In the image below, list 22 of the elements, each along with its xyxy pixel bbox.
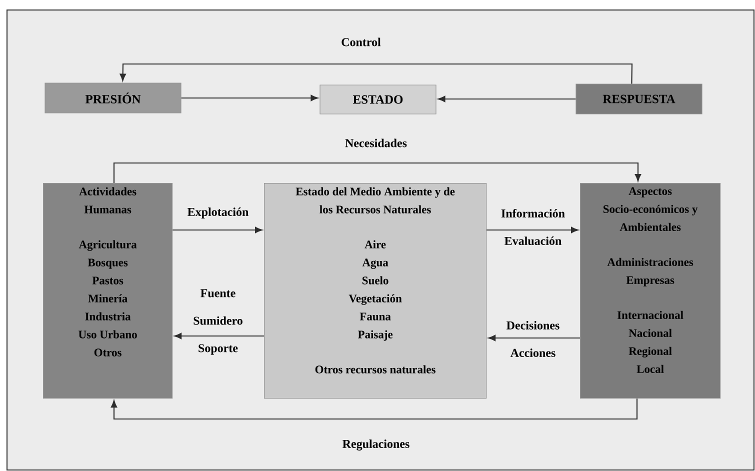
arrow (113, 162, 642, 183)
stage-box: ESTADO (320, 84, 436, 114)
arrow (486, 226, 578, 234)
arrow (172, 226, 262, 234)
edge-label: Regulaciones (342, 440, 410, 450)
edge-label: Control (342, 38, 381, 46)
edge-label: Información Evaluación (501, 208, 565, 246)
arrow (488, 334, 580, 342)
panel-box: Actividades Humanas Agricultura Bosques Pastos Minería Industria Uso Urbano Otros (43, 183, 173, 399)
edge-label: Decisiones Acciones (506, 321, 560, 357)
arrow (438, 96, 576, 102)
arrow (120, 63, 633, 84)
edge-label: Explotación (188, 208, 248, 218)
edge-label: Necesidades (345, 138, 407, 148)
stage-box: PRESIÓN (44, 82, 182, 114)
edge-label: Fuente Sumidero Soporte (194, 289, 242, 355)
panel-box: Estado del Medio Ambiente y de los Recursos Naturales Aire Agua Suelo Vegetación Fauna Paisaje Otros recursos naturales (264, 183, 487, 399)
arrow (174, 332, 264, 340)
arrow (110, 398, 638, 420)
arrow (181, 94, 318, 102)
panel-box: Aspectos Socio-económicos y Ambientales Administraciones Empresas Internacional Nacional Regional Local (580, 183, 721, 399)
stage-box: RESPUESTA (576, 84, 702, 114)
